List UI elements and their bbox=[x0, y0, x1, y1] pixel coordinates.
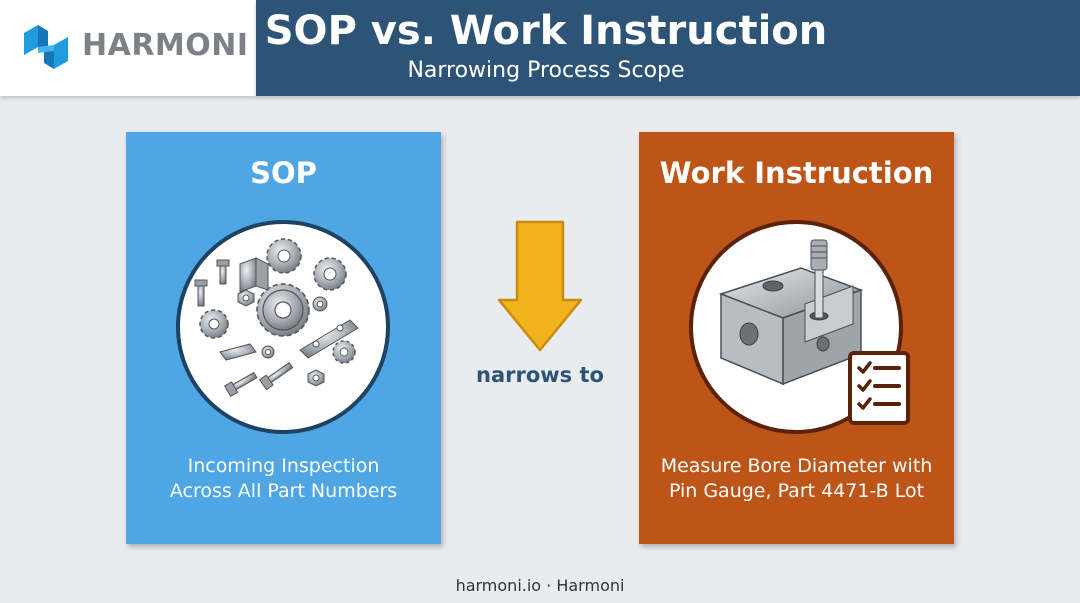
work-instruction-card: Work Instruction bbox=[639, 132, 954, 544]
connector-label: narrows to bbox=[476, 363, 604, 387]
down-arrow-icon bbox=[497, 220, 583, 352]
footer: harmoni.io · Harmoni bbox=[455, 576, 625, 595]
sop-illustration bbox=[176, 220, 390, 434]
work-instruction-description-line: Measure Bore Diameter with bbox=[660, 455, 933, 477]
work-instruction-card-title: Work Instruction bbox=[659, 156, 934, 190]
sop-card-title: SOP bbox=[250, 156, 317, 190]
page-subtitle: Narrowing Process Scope bbox=[407, 58, 685, 83]
sop-card-description: Incoming Inspection Across All Part Numb… bbox=[126, 454, 441, 504]
harmoni-logo-icon bbox=[24, 25, 68, 69]
assorted-parts-icon bbox=[194, 238, 359, 398]
page-title: SOP vs. Work Instruction bbox=[264, 8, 828, 54]
sop-description-line: Incoming Inspection bbox=[187, 455, 380, 477]
checklist-icon bbox=[848, 351, 910, 425]
work-instruction-card-description: Measure Bore Diameter with Pin Gauge, Pa… bbox=[639, 454, 954, 504]
header: HARMONI SOP vs. Work Instruction Narrowi… bbox=[0, 0, 1080, 96]
title-bar: SOP vs. Work Instruction Narrowing Proce… bbox=[256, 0, 1080, 96]
sop-card: SOP bbox=[126, 132, 441, 544]
pin-gauge-part-icon bbox=[718, 239, 864, 386]
sop-description-line: Across All Part Numbers bbox=[169, 480, 398, 502]
work-instruction-description-line: Pin Gauge, Part 4471-B Lot bbox=[668, 480, 925, 502]
logo: HARMONI bbox=[0, 0, 256, 96]
logo-text: HARMONI bbox=[82, 28, 249, 63]
